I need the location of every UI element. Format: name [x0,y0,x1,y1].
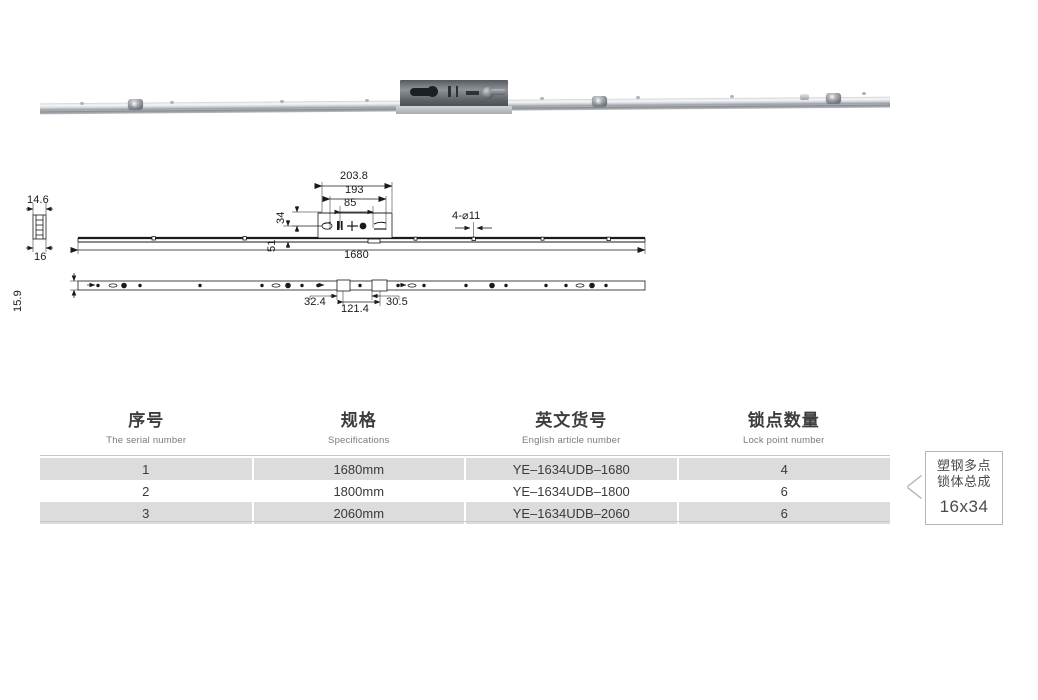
column-header-specifications: 规格 Specifications [253,408,466,458]
spindle-slot-icon [448,86,451,97]
screw-point-icon [862,92,866,96]
spindle-slot-icon [456,86,458,97]
screw-point-icon [280,99,284,103]
table-row: 2 1800mm YE–1634UDB–1800 6 [40,480,890,503]
cell-article-number: YE–1634UDB–1680 [465,458,679,481]
cell-lock-points: 6 [677,480,890,503]
column-header-en: English article number [522,434,621,446]
dim-gearbox-inner: 193 [345,184,364,196]
cell-specification: 1680mm [252,458,466,481]
screw-point-icon [170,100,174,104]
lock-cam-icon [128,99,143,109]
dim-hole-spec: 4-⌀11 [452,210,481,222]
column-header-en: Lock point number [742,434,825,446]
dim-backset: 34 [275,211,287,224]
cross-section-profile [26,203,53,252]
column-header-cn: 锁点数量 [747,411,820,431]
dim-overall-length: 1680 [344,249,369,261]
plan-view [70,273,646,306]
callout-box: 塑钢多点 锁体总成 16x34 [925,451,1003,525]
gearbox-housing [396,80,512,114]
dim-spindle-to-cyl: 85 [344,197,357,209]
dim-cam-spacing: 121.4 [341,303,370,315]
screw-point-icon [80,101,84,105]
cell-lock-points: 6 [677,502,890,525]
lock-cam-icon [592,96,607,107]
table-top-rule [40,455,890,456]
dim-left-offset: 32.4 [304,296,326,308]
table-header-row: 序号 The serial number 规格 Specifications 英… [40,408,890,458]
column-header-cn: 英文货号 [535,411,608,431]
callout-line-2: 锁体总成 [936,475,991,491]
callout-pointer-icon [908,476,922,498]
handle-rect-icon [466,91,479,95]
callout-size: 16x34 [939,496,989,516]
table-bottom-rule [40,521,890,522]
cell-serial-number: 1 [40,458,254,481]
cell-article-number: YE–1634UDB–1800 [465,480,679,503]
column-header-en: The serial number [106,434,187,446]
cylinder-keyhole-icon [410,86,438,97]
dim-right-offset: 30.5 [386,296,408,308]
column-header-article-number: 英文货号 English article number [465,408,678,458]
column-header-serial-number: 序号 The serial number [40,408,253,458]
dim-gearbox-outer: 203.8 [340,170,369,182]
roller-cam-icon [800,93,809,100]
table-row: 3 2060mm YE–1634UDB–2060 6 [40,502,890,525]
screw-point-icon [365,98,369,102]
column-header-lock-point-number: 锁点数量 Lock point number [678,408,891,458]
specification-table: 序号 The serial number 规格 Specifications 英… [40,408,890,525]
cell-specification: 1800mm [252,480,466,503]
dim-width-top: 16 [34,251,47,263]
dim-section-height: 15.9 [12,290,24,312]
cell-lock-points: 4 [677,458,890,481]
dim-thickness-top: 14.6 [27,194,49,206]
column-header-en: Specifications [328,434,390,446]
column-header-cn: 序号 [128,411,165,431]
cell-serial-number: 3 [40,502,254,525]
callout-line-1: 塑钢多点 [936,459,991,474]
screw-point-icon [540,97,544,101]
dim-faceplate-to-center: 51 [266,239,278,252]
screw-point-icon [636,96,640,99]
cell-specification: 2060mm [252,502,466,525]
product-photo-view [40,78,890,124]
column-header-cn: 规格 [340,411,377,431]
lock-cam-icon [826,92,841,103]
table-row: 1 1680mm YE–1634UDB–1680 4 [40,458,890,481]
cell-serial-number: 2 [40,480,254,503]
latch-lug-icon [491,89,505,95]
screw-point-icon [730,95,734,98]
cell-article-number: YE–1634UDB–2060 [465,502,679,525]
